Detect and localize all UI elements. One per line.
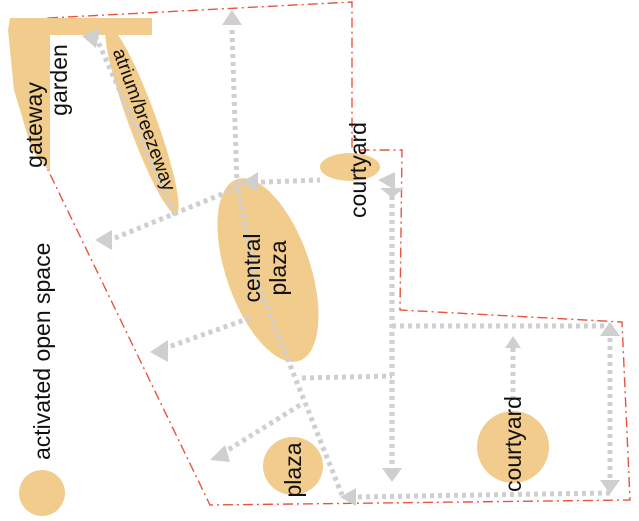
legend-swatch bbox=[19, 470, 65, 516]
arrow-spine-mid bbox=[242, 172, 258, 192]
path-to-east bbox=[301, 373, 393, 381]
legend-label: activated open space bbox=[29, 243, 55, 460]
arrow-bottom-west bbox=[340, 488, 356, 506]
arrow-gateway bbox=[82, 28, 100, 48]
label-garden: garden bbox=[46, 44, 72, 116]
path-west-mid bbox=[159, 315, 251, 353]
label-gateway: gateway bbox=[21, 82, 47, 168]
circulation-paths bbox=[92, 29, 613, 500]
bottom-path bbox=[349, 490, 611, 500]
arrow-far-east-up bbox=[600, 322, 620, 336]
gateway-garden-space bbox=[8, 18, 152, 172]
path-to-gateway bbox=[92, 33, 178, 217]
site-boundary bbox=[47, 1, 631, 506]
legend: activated open space bbox=[19, 243, 65, 516]
label-plaza-bottom: plaza bbox=[280, 442, 306, 497]
main-spine-path bbox=[229, 29, 345, 496]
label-courtyard-right: courtyard bbox=[500, 396, 526, 492]
arrow-courtyard-up bbox=[505, 336, 521, 348]
path-to-atrium bbox=[109, 185, 238, 243]
courtyard-right-space bbox=[477, 411, 549, 483]
arrow-courtyard-down bbox=[380, 188, 404, 198]
label-plaza-central: plaza bbox=[265, 240, 291, 295]
arrow-far-east-down bbox=[600, 480, 620, 494]
courtyard-top-space bbox=[320, 153, 380, 181]
plaza-bottom-space bbox=[263, 437, 323, 495]
arrow-courtyard-top bbox=[378, 172, 395, 190]
label-central: central bbox=[239, 233, 265, 302]
arrow-west-lower bbox=[210, 445, 230, 462]
circulation-arrows bbox=[82, 10, 620, 506]
arrow-north bbox=[222, 10, 242, 25]
arrow-atrium-end bbox=[95, 230, 112, 250]
path-to-courtyard-top bbox=[236, 177, 321, 186]
label-courtyard-top: courtyard bbox=[345, 122, 371, 218]
atrium-breezeway-space bbox=[105, 25, 179, 215]
label-atrium-breezeway: atrium/breezeway bbox=[108, 46, 179, 195]
arrow-east-down bbox=[382, 468, 402, 482]
arrow-west-mid bbox=[150, 340, 168, 362]
